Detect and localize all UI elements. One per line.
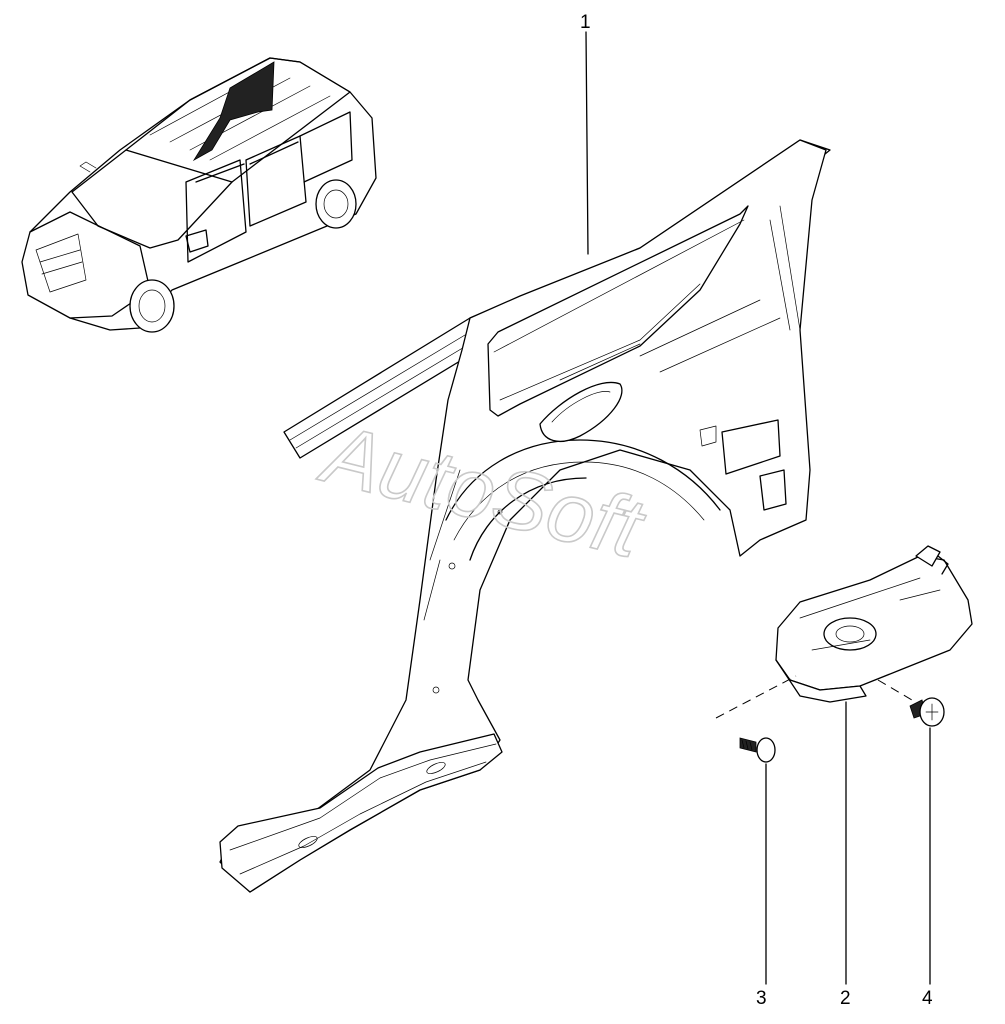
vehicle-thumbnail bbox=[21, 57, 377, 333]
clip-part-4 bbox=[909, 697, 945, 727]
callout-3: 3 bbox=[756, 988, 767, 1009]
callout-4: 4 bbox=[922, 988, 933, 1009]
callout-1: 1 bbox=[580, 12, 591, 33]
leader-line-1 bbox=[585, 31, 589, 255]
fuel-filler-housing-part-2 bbox=[775, 545, 973, 703]
assembly-line-clip bbox=[877, 679, 913, 701]
callout-2: 2 bbox=[840, 988, 851, 1009]
assembly-line-screw bbox=[715, 675, 797, 719]
side-panel-part-1 bbox=[219, 139, 831, 893]
screw-part-3 bbox=[739, 737, 776, 763]
